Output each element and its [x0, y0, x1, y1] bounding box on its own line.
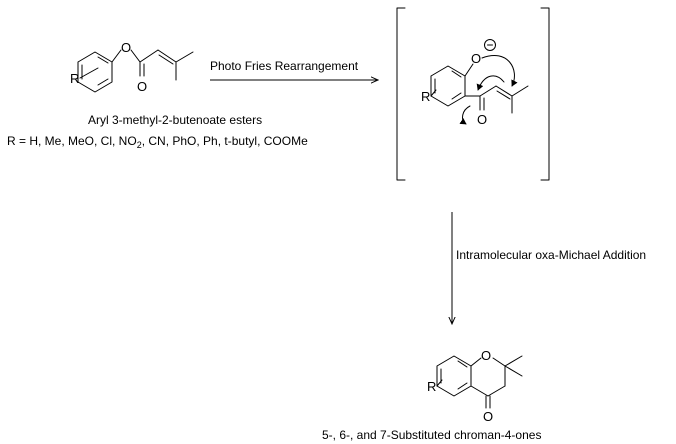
- reactant-caption: Aryl 3-methyl-2-butenoate esters: [88, 113, 262, 127]
- product-co-ring-bond: [470, 385, 489, 397]
- product-ch2-co-bond: [487, 385, 506, 397]
- intermediate-structure: O R O: [421, 39, 529, 127]
- product-r-label: R: [427, 379, 436, 394]
- intermediate-phenoxide-oxygen: O: [471, 51, 481, 66]
- product-o-cme2-bond: [492, 357, 506, 367]
- intermediate-ring-double-bond: [451, 70, 462, 78]
- reactant-r-bond: [79, 67, 99, 79]
- intermediate-c-ch-bond: [479, 85, 497, 97]
- intermediate-methyl-bond: [511, 85, 529, 97]
- product-methyl-bond: [504, 355, 523, 367]
- curved-arrow-carbonyl-shift: [459, 105, 471, 125]
- reactant-structure: R O O: [70, 40, 194, 94]
- left-bracket: [396, 7, 406, 181]
- intermediate-benzene-ring: [430, 65, 466, 107]
- product-caption: 5-, 6-, and 7-Substituted chroman-4-ones: [322, 428, 541, 442]
- reactant-ring-double-bond: [97, 78, 109, 86]
- substituent-list: R = H, Me, MeO, Cl, NO2, CN, PhO, Ph, t-…: [7, 134, 308, 150]
- product-benzene-ring: [436, 355, 472, 397]
- product-carbonyl-oxygen: O: [483, 409, 493, 424]
- intermediate-alkene-bond: [495, 85, 513, 97]
- reactant-ester-oxygen: O: [121, 40, 131, 55]
- product-ring-oxygen: O: [481, 348, 491, 363]
- curved-arrow-alkene-shift: [476, 75, 505, 91]
- reactant-alkene-bond: [157, 49, 177, 63]
- reactant-benzene-ring: [77, 51, 113, 93]
- step1-label: Photo Fries Rearrangement: [210, 59, 359, 73]
- negative-charge-circle: [484, 39, 496, 51]
- reactant-r-label: R: [70, 71, 79, 86]
- reactant-ring-double-bond: [97, 56, 109, 64]
- intermediate-carbonyl-oxygen: O: [477, 112, 487, 127]
- intermediate-ring-double-bond: [451, 92, 462, 100]
- intermediate-phenoxide-bond: [464, 63, 474, 77]
- product-r-bond: [436, 379, 443, 387]
- product-methyl-bond: [504, 365, 523, 377]
- reactant-alkene-bond: [158, 54, 174, 65]
- product-ring-o-bond: [470, 357, 482, 367]
- intermediate-r-label: R: [421, 89, 430, 104]
- product-ring-double-bond: [457, 382, 468, 390]
- reactant-methyl-bond: [175, 51, 194, 63]
- intermediate-alkene-bond: [496, 90, 511, 100]
- step2-label: Intramolecular oxa-Michael Addition: [456, 248, 646, 262]
- intermediate-r-bond: [430, 89, 437, 97]
- reactant-carbonyl-oxygen: O: [137, 79, 147, 94]
- right-bracket: [540, 7, 550, 181]
- reactant-aryl-o-bond: [111, 49, 122, 63]
- curved-arrow-oxygen-attack: [481, 55, 518, 87]
- product-structure: O R O: [427, 348, 523, 424]
- product-ring-double-bond: [457, 360, 468, 368]
- reactant-o-c-bond: [130, 49, 141, 63]
- reactant-c-ch-bond: [139, 49, 159, 63]
